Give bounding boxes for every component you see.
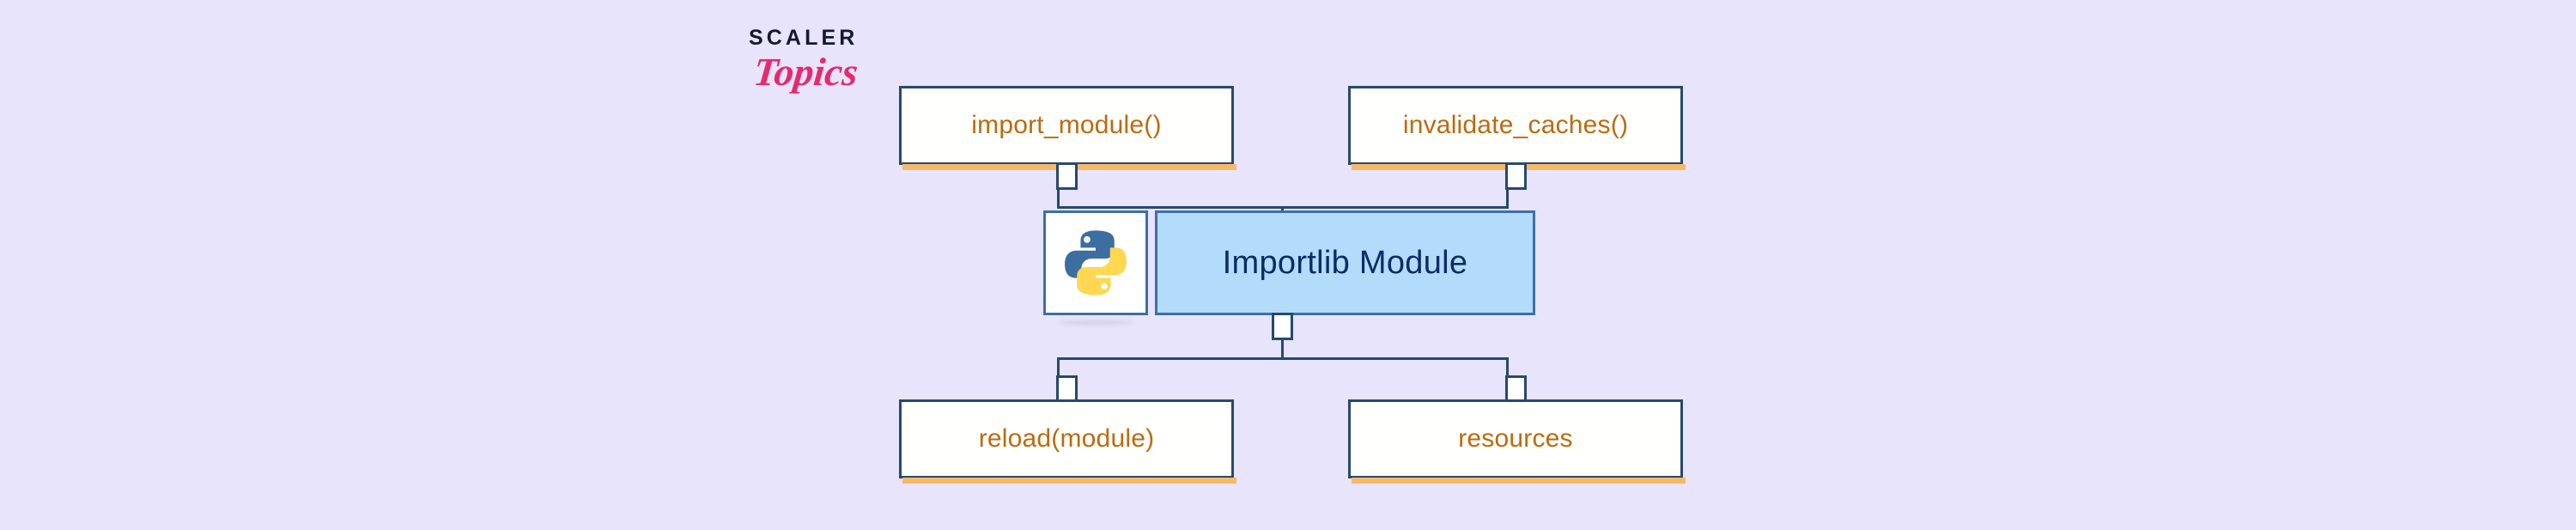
wire-bottom-center-vertical [1281,338,1284,359]
python-logo-frame [1043,210,1148,315]
wire-bottom-right-vertical [1506,357,1509,378]
node-reload-module-label: reload(module) [978,424,1155,453]
node-importlib-module-label: Importlib Module [1222,244,1468,281]
node-import-module[interactable]: import_module() [899,86,1236,170]
connector-stub-invalidate-caches [1505,162,1527,190]
wire-bottom-bus [1057,357,1509,360]
python-logo-icon [1056,223,1135,302]
connector-stub-reload-module [1056,375,1078,403]
logo-scaler-wordmark: SCALER [749,26,859,50]
node-reload-module[interactable]: reload(module) [899,399,1236,484]
node-invalidate-caches[interactable]: invalidate_caches() [1348,86,1686,170]
node-invalidate-caches-label: invalidate_caches() [1402,111,1629,139]
node-import-module-label: import_module() [971,111,1162,139]
node-resources-label: resources [1458,424,1573,453]
connector-stub-center-bottom [1272,313,1293,340]
wire-top-left-vertical [1057,187,1060,208]
wire-top-right-vertical [1506,187,1509,208]
connector-stub-import-module [1056,162,1078,190]
node-resources[interactable]: resources [1348,399,1686,484]
node-importlib-module[interactable]: Importlib Module [1155,210,1535,315]
python-logo-shadow [1059,320,1133,326]
scaler-topics-logo: SCALER Topics [749,27,920,113]
logo-topics-wordmark: Topics [751,50,860,94]
wire-bottom-left-vertical [1057,357,1060,378]
